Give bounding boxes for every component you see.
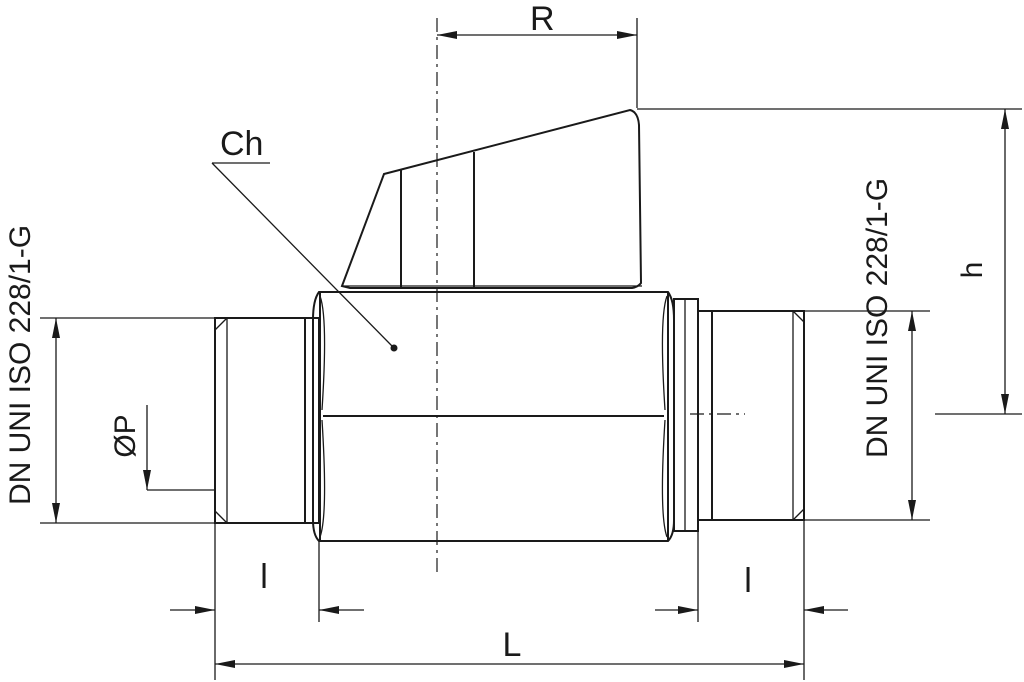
dimension-P <box>143 405 215 491</box>
dimension-thread-right <box>804 310 930 521</box>
dimension-l-right <box>655 520 848 680</box>
label-l-left: l <box>260 558 268 596</box>
valve-handle <box>340 108 643 289</box>
label-h: h <box>956 262 989 279</box>
dimension-l-left <box>170 523 364 680</box>
leader-Ch <box>211 162 393 347</box>
label-Ch: Ch <box>220 125 263 163</box>
union-collar <box>673 298 699 532</box>
dimension-h <box>637 108 1022 415</box>
label-L: L <box>503 626 522 664</box>
valve-body <box>312 291 675 542</box>
dimension-R <box>437 18 638 108</box>
label-thread-right: DN UNI ISO 228/1-G <box>861 178 894 458</box>
label-P: ØP <box>109 414 142 457</box>
left-threaded-end <box>214 317 320 524</box>
right-threaded-end <box>697 310 805 521</box>
label-thread-left: DN UNI ISO 228/1-G <box>4 225 37 505</box>
label-l-right: l <box>744 562 752 600</box>
label-R: R <box>530 0 555 38</box>
dimension-thread-left <box>40 317 215 524</box>
center-point-marker <box>390 344 398 352</box>
